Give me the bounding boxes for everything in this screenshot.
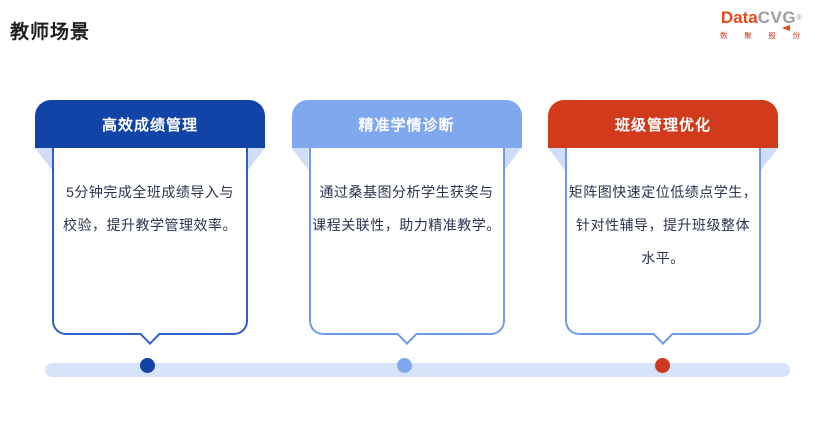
card-title: 精准学情诊断: [358, 116, 455, 134]
scenario-cards: 高效成绩管理 5分钟完成全班成绩导入与 校验，提升教学管理效率。 精准学情诊断 …: [35, 100, 778, 345]
timeline-track: [45, 363, 790, 377]
brand-wordmark-primary: Data: [720, 8, 758, 27]
ribbon-fold-right: [504, 148, 522, 170]
registered-trademark-icon: ®: [796, 13, 802, 22]
card-header: 高效成绩管理: [35, 100, 265, 148]
logo-arrow-icon: [782, 25, 790, 31]
card-text-line: 矩阵图快速定位低绩点学生，: [568, 184, 758, 200]
card-pointer-tail: [140, 325, 160, 345]
card-body: 5分钟完成全班成绩导入与 校验，提升教学管理效率。: [52, 148, 248, 345]
card-title: 高效成绩管理: [101, 116, 198, 134]
brand-wordmark-secondary: CVG: [757, 8, 797, 27]
page-title: 教师场景: [10, 22, 91, 43]
timeline-dot: [655, 358, 670, 373]
timeline-dot: [140, 358, 155, 373]
ribbon-fold-left: [291, 148, 309, 170]
card-text-line: 课程关联性，助力精准教学。: [312, 217, 501, 233]
card-header: 精准学情诊断: [291, 100, 522, 148]
card-text-line: 5分钟完成全班成绩导入与: [66, 184, 234, 200]
scenario-card-grade-management: 高效成绩管理 5分钟完成全班成绩导入与 校验，提升教学管理效率。: [35, 100, 265, 345]
card-text-line: 校验，提升教学管理效率。: [63, 217, 237, 233]
card-title: 班级管理优化: [614, 116, 711, 134]
card-text-line: 针对性辅导，提升班级整体: [576, 217, 750, 233]
brand-tagline: 数聚股份: [720, 31, 800, 40]
ribbon-fold-left: [35, 148, 52, 170]
ribbon-fold-left: [548, 148, 565, 170]
card-pointer-tail: [396, 325, 417, 345]
card-body: 通过桑基图分析学生获奖与 课程关联性，助力精准教学。: [308, 148, 505, 345]
card-header: 班级管理优化: [548, 100, 778, 148]
brand-logo: DataCVG® 数聚股份: [718, 8, 802, 41]
brand-wordmark: DataCVG®: [718, 8, 802, 31]
timeline-dot: [397, 358, 412, 373]
scenario-card-class-management: 班级管理优化 矩阵图快速定位低绩点学生， 针对性辅导，提升班级整体 水平。: [548, 100, 778, 345]
card-pointer-tail: [653, 325, 673, 345]
card-text-line: 通过桑基图分析学生获奖与: [319, 184, 494, 200]
scenario-card-learning-diagnosis: 精准学情诊断 通过桑基图分析学生获奖与 课程关联性，助力精准教学。: [291, 100, 522, 345]
ribbon-fold-right: [761, 148, 778, 170]
ribbon-fold-right: [248, 148, 265, 170]
card-text-line: 水平。: [641, 250, 685, 266]
card-body: 矩阵图快速定位低绩点学生， 针对性辅导，提升班级整体 水平。: [565, 148, 761, 345]
